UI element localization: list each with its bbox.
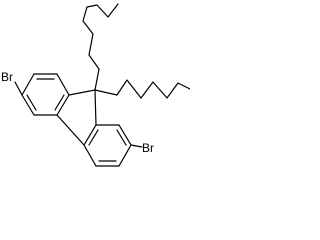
upper-left-benzene-ring bbox=[21, 73, 70, 116]
five-membered-ring bbox=[56, 89, 97, 146]
bromine-label-left: Br bbox=[1, 70, 13, 84]
bromine-label-right: Br bbox=[142, 141, 154, 155]
chemical-structure: Br Br bbox=[1, 3, 190, 167]
lower-right-benzene-ring bbox=[83, 124, 132, 167]
bromine-bond-left bbox=[14, 81, 23, 96]
octyl-chain-lower bbox=[94, 79, 190, 99]
bromine-bond-right bbox=[130, 144, 143, 148]
octyl-chain-upper bbox=[82, 3, 119, 91]
